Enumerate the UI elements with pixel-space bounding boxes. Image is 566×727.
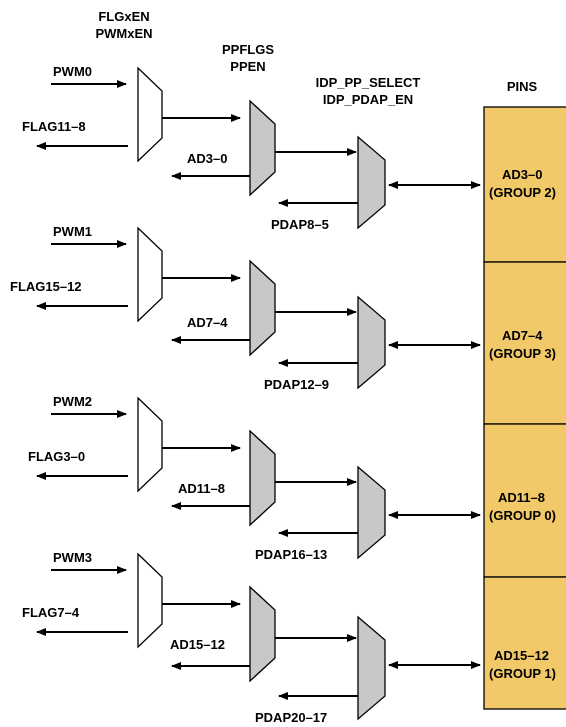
pwm-label: PWM2 xyxy=(53,394,92,409)
pdap-label: PDAP20–17 xyxy=(255,710,327,725)
ad-label: AD15–12 xyxy=(170,637,225,652)
mux3-header-line1: IDP_PP_SELECT xyxy=(316,75,421,90)
pin-label-line2: (GROUP 2) xyxy=(489,185,556,200)
ad-label: AD7–4 xyxy=(187,315,228,330)
pdap-label: PDAP8–5 xyxy=(271,217,329,232)
mux2-header-line2: PPEN xyxy=(230,59,265,74)
pin-block-group3 xyxy=(483,261,566,425)
mux-idp xyxy=(357,615,386,721)
mux-idp xyxy=(357,295,386,390)
mux3-header-line2: IDP_PDAP_EN xyxy=(323,92,413,107)
mux-ppflgs xyxy=(249,259,276,357)
mux-flag-pwm xyxy=(137,396,163,493)
pdap-label: PDAP12–9 xyxy=(264,377,329,392)
mux-idp xyxy=(357,465,386,560)
pin-block-group2 xyxy=(483,106,566,263)
flag-label: FLAG7–4 xyxy=(22,605,80,620)
flag-label: FLAG11–8 xyxy=(22,119,86,134)
flag-label: FLAG15–12 xyxy=(10,279,82,294)
pdap-label: PDAP16–13 xyxy=(255,547,327,562)
pins-header: PINS xyxy=(507,79,538,94)
mux-ppflgs xyxy=(249,585,276,683)
pin-label-line1: AD7–4 xyxy=(502,328,543,343)
pin-label-line2: (GROUP 1) xyxy=(489,666,556,681)
mux-flag-pwm xyxy=(137,552,163,649)
ad-label: AD3–0 xyxy=(187,151,227,166)
pin-label-line1: AD3–0 xyxy=(502,167,542,182)
mux-group-1: PWM1 FLAG15–12 AD7–4 PDAP12–9 AD7–4 (GRO… xyxy=(10,224,556,392)
mux-idp xyxy=(357,135,386,230)
pin-block-group0 xyxy=(483,423,566,578)
mux-group-0: PWM0 FLAG11–8 AD3–0 PDAP8–5 AD3–0 (GROUP… xyxy=(22,64,556,232)
pin-label-line2: (GROUP 3) xyxy=(489,346,556,361)
mux-ppflgs xyxy=(249,429,276,527)
mux-group-2: PWM2 FLAG3–0 AD11–8 PDAP16–13 AD11–8 (GR… xyxy=(28,394,556,562)
mux-flag-pwm xyxy=(137,66,163,163)
ad-label: AD11–8 xyxy=(178,481,225,496)
mux-ppflgs xyxy=(249,99,276,197)
flag-label: FLAG3–0 xyxy=(28,449,85,464)
pwm-label: PWM0 xyxy=(53,64,92,79)
pwm-label: PWM1 xyxy=(53,224,92,239)
mux2-header-line1: PPFLGS xyxy=(222,42,274,57)
mux1-header-line1: FLGxEN xyxy=(98,9,149,24)
pin-label-line1: AD15–12 xyxy=(494,648,549,663)
mux-group-3: PWM3 FLAG7–4 AD15–12 PDAP20–17 AD15–12 (… xyxy=(22,550,556,725)
mux-flag-pwm xyxy=(137,226,163,323)
pin-block-group1 xyxy=(483,576,566,710)
pin-label-line1: AD11–8 xyxy=(498,490,545,505)
mux1-header-line2: PWMxEN xyxy=(95,26,152,41)
pwm-label: PWM3 xyxy=(53,550,92,565)
pin-label-line2: (GROUP 0) xyxy=(489,508,556,523)
